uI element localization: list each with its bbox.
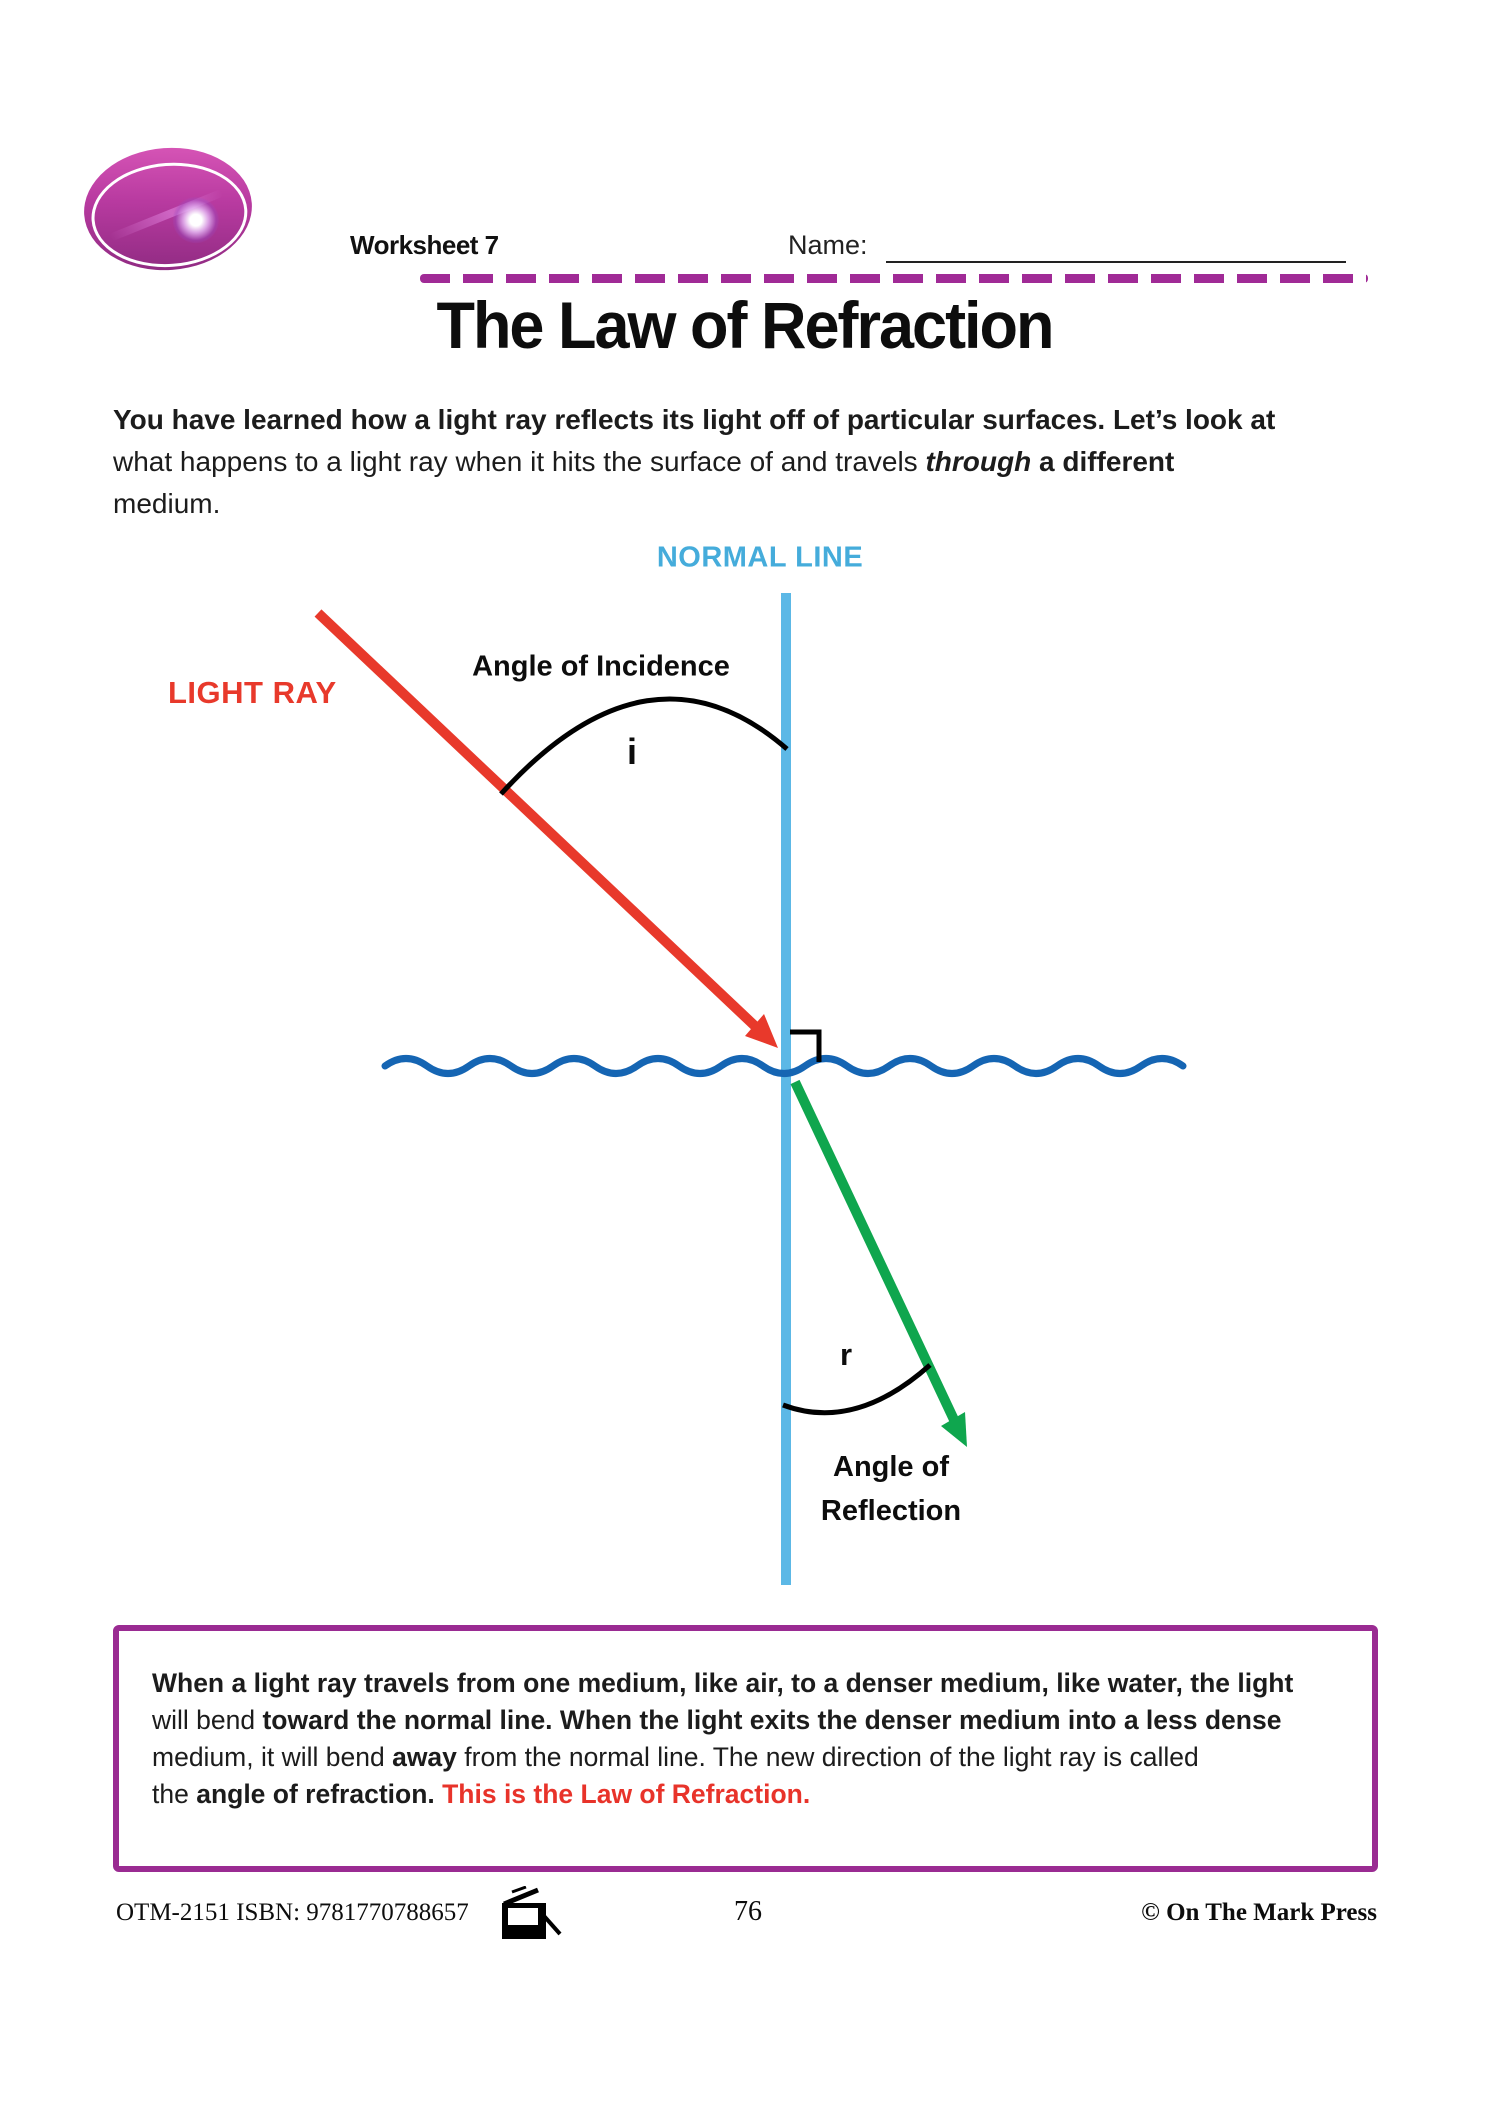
intro-line2-regular: what happens to a light ray when it hits… [113, 446, 926, 477]
light-ray-label: LIGHT RAY [168, 675, 337, 710]
name-blank-line [886, 261, 1346, 263]
info-line3-regular-b: from the normal line. The new direction … [456, 1742, 1199, 1772]
dashed-separator [420, 274, 1368, 283]
copier-icon [502, 1886, 562, 1939]
refraction-angle-symbol: r [839, 1337, 853, 1372]
right-angle-mark [790, 1029, 822, 1062]
refracted-ray-arrowhead [941, 1412, 967, 1447]
incidence-arc [499, 696, 789, 796]
intro-paragraph: You have learned how a light ray reflect… [113, 399, 1275, 525]
refraction-arc [782, 1363, 932, 1416]
info-line4-red: This is the Law of Refraction. [442, 1779, 811, 1809]
info-line4-bold: angle of refraction. [196, 1779, 443, 1809]
intro-line-2: what happens to a light ray when it hits… [113, 441, 1275, 483]
starburst-space-logo-icon [79, 142, 257, 276]
angle-of-incidence-label: Angle of Incidence [472, 650, 730, 683]
water-surface-line [381, 1055, 1187, 1077]
name-label: Name: [788, 230, 868, 260]
info-line4-regular: the [152, 1779, 197, 1809]
intro-line-1: You have learned how a light ray reflect… [113, 404, 1276, 435]
info-line-1: When a light ray travels from one medium… [152, 1668, 1294, 1698]
info-line3-bold: away [392, 1742, 457, 1772]
angle-of-reflection-line2: Reflection [820, 1495, 962, 1527]
info-line3-regular-a: medium, it will bend [152, 1742, 393, 1772]
info-line2-bold: toward the normal line. When the light e… [262, 1705, 1282, 1735]
page-title: The Law of Refraction [436, 289, 1054, 363]
footer-isbn-text: OTM-2151 ISBN: 9781770788657 [116, 1899, 469, 1926]
info-line2-regular: will bend [152, 1705, 263, 1735]
info-line-4: the angle of refraction. This is the Law… [152, 1776, 1346, 1813]
intro-line-3: medium. [113, 488, 221, 519]
intro-line2-emphasis: through [925, 446, 1032, 477]
incidence-angle-symbol: i [626, 731, 638, 772]
law-of-refraction-info-box: When a light ray travels from one medium… [113, 1625, 1378, 1872]
info-line-3: medium, it will bend away from the norma… [152, 1739, 1346, 1776]
angle-of-reflection-label: Angle of Reflection [821, 1445, 961, 1533]
worksheet-number-label: Worksheet 7 [350, 230, 499, 260]
refracted-ray-line [790, 1079, 961, 1427]
intro-line2-bold-end: a different [1031, 446, 1175, 477]
page-number: 76 [734, 1896, 762, 1927]
normal-line-label: NORMAL LINE [656, 541, 864, 574]
incident-ray-arrowhead [745, 1014, 778, 1048]
info-line-2: will bend toward the normal line. When t… [152, 1702, 1346, 1739]
footer-copyright: © On The Mark Press [1141, 1899, 1377, 1926]
logo-starburst [171, 195, 221, 245]
angle-of-reflection-line1: Angle of [833, 1451, 949, 1483]
